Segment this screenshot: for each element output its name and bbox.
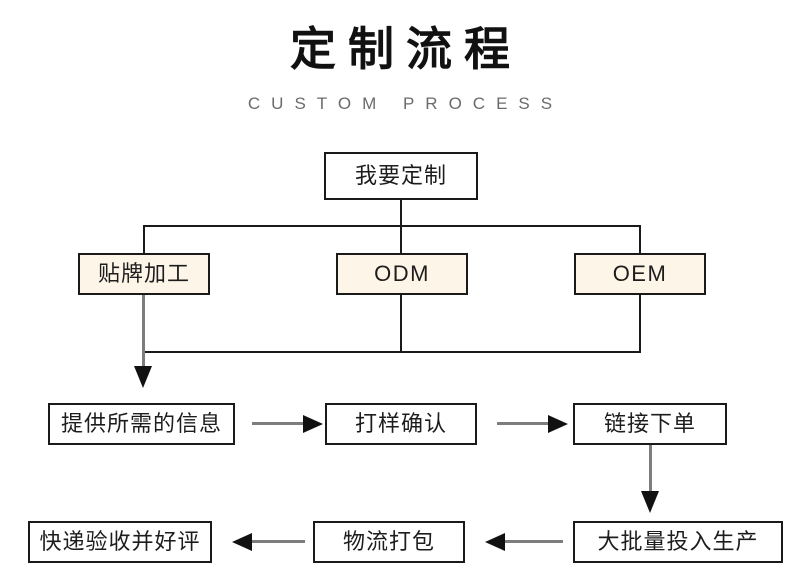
- node-step-place-order[interactable]: 链接下单: [573, 403, 727, 445]
- connector-bar-to-branch-3: [639, 225, 641, 253]
- connector-step3-3-to-step4-3: [649, 445, 652, 497]
- node-branch-odm[interactable]: ODM: [336, 253, 468, 295]
- arrow-merge-to-step1: [134, 366, 152, 388]
- connector-branch-2-stem: [400, 295, 402, 352]
- connector-step3-1-to-2: [252, 422, 305, 425]
- connector-step4-3-to-2: [505, 540, 563, 543]
- node-step3-2-label: 打样确认: [354, 411, 447, 436]
- node-step-provide-info[interactable]: 提供所需的信息: [48, 403, 235, 445]
- node-branch-1-label: 贴牌加工: [97, 261, 190, 286]
- node-root-label: 我要定制: [354, 163, 447, 188]
- arrow-step4-2-to-1: [232, 533, 252, 551]
- connector-step3-2-to-3: [497, 422, 550, 425]
- node-step-sample-confirm[interactable]: 打样确认: [325, 403, 477, 445]
- node-step4-3-label: 大批量投入生产: [597, 529, 759, 554]
- arrow-step3-3-to-step4-3: [641, 491, 659, 513]
- connector-step4-2-to-1: [252, 540, 305, 543]
- page-subtitle: CUSTOM PROCESS: [247, 94, 564, 113]
- connector-merge-bar: [143, 351, 641, 353]
- node-step-logistics-packing[interactable]: 物流打包: [313, 521, 465, 563]
- node-branch-oem[interactable]: OEM: [574, 253, 706, 295]
- node-step3-3-label: 链接下单: [603, 411, 696, 436]
- node-branch-3-label: OEM: [612, 261, 668, 286]
- node-step4-2-label: 物流打包: [342, 529, 435, 554]
- node-root[interactable]: 我要定制: [324, 152, 478, 200]
- arrow-step3-1-to-2: [303, 415, 323, 433]
- connector-branch-3-stem: [639, 295, 641, 352]
- node-step3-1-label: 提供所需的信息: [60, 411, 222, 436]
- node-step-mass-production[interactable]: 大批量投入生产: [573, 521, 783, 563]
- node-step4-1-label: 快递验收并好评: [39, 529, 201, 554]
- connector-bar-to-branch-1: [143, 225, 145, 253]
- arrow-step4-3-to-2: [485, 533, 505, 551]
- connector-merge-trunk: [142, 295, 145, 368]
- arrow-step3-2-to-3: [548, 415, 568, 433]
- node-branch-2-label: ODM: [374, 261, 430, 286]
- connector-branch-bar: [143, 225, 641, 227]
- node-branch-oem-processing[interactable]: 贴牌加工: [78, 253, 210, 295]
- connector-bar-to-branch-2: [400, 225, 402, 253]
- node-step-delivery-review[interactable]: 快递验收并好评: [28, 521, 212, 563]
- page-title: 定制流程: [290, 23, 522, 75]
- connector-root-stem: [400, 200, 402, 226]
